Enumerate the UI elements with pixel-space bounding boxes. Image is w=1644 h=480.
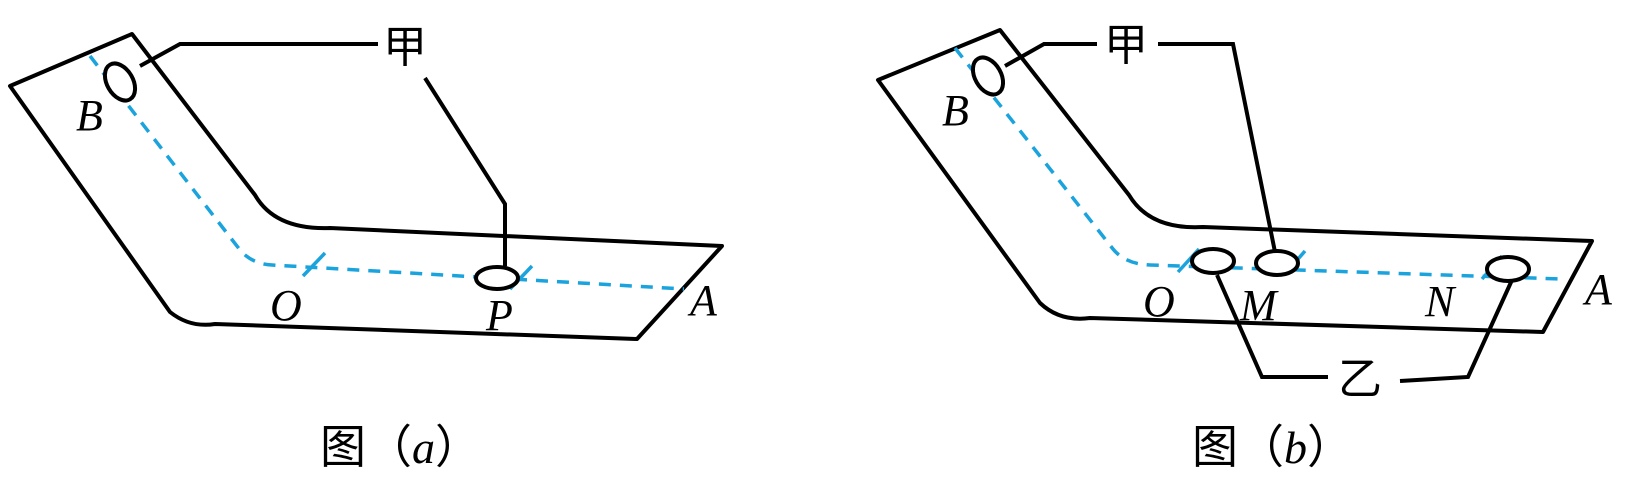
wire-jia-b: [1004, 42, 1097, 68]
figure-b: B O M N A 甲 乙 图（b）: [876, 20, 1613, 474]
caption-b-suffix: ）: [1307, 420, 1353, 474]
probe-ring-m-b: [1254, 249, 1300, 277]
probe-ring-b-a: [102, 61, 138, 103]
wire-yi-b-right: [1399, 279, 1514, 383]
probe-ring-o-b: [1190, 247, 1236, 275]
wire-yi-b-left: [1215, 274, 1328, 379]
wire-jia-a-down: [423, 76, 507, 266]
probe-ring-b-b: [970, 55, 1006, 97]
tick-o-a: [301, 251, 327, 278]
point-label-m-b: M: [1239, 281, 1279, 330]
caption-a-prefix: 图（: [320, 420, 412, 474]
meter-label-jia-b: 甲: [1104, 20, 1148, 71]
wire-jia-b-right: [1158, 42, 1277, 253]
meter-label-jia-a: 甲: [383, 22, 427, 73]
caption-a: 图（a）: [320, 420, 481, 474]
caption-b: 图（b）: [1192, 420, 1353, 474]
point-label-b-b: B: [942, 86, 969, 135]
point-label-p-a: P: [485, 291, 513, 340]
meter-label-yi-b: 乙: [1338, 354, 1382, 405]
caption-b-prefix: 图（: [1192, 420, 1284, 474]
point-label-o-b: O: [1143, 277, 1175, 326]
wire-jia-a: [139, 42, 378, 68]
board-outline-a: [8, 32, 724, 341]
caption-a-letter: a: [412, 422, 435, 473]
point-label-n-b: N: [1424, 277, 1457, 326]
figure-a: B O P A 甲 图（a）: [8, 22, 724, 474]
track-line-b: [953, 46, 1563, 281]
probe-ring-p-a: [474, 265, 520, 291]
probe-ring-n-b: [1485, 255, 1531, 283]
point-label-a-a: A: [687, 276, 718, 325]
board-outline-b: [876, 28, 1594, 334]
caption-a-suffix: ）: [435, 420, 481, 474]
track-line-a: [88, 54, 685, 291]
point-label-b-a: B: [76, 91, 103, 140]
caption-b-letter: b: [1284, 422, 1307, 473]
point-label-a-b: A: [1582, 265, 1613, 314]
point-label-o-a: O: [270, 281, 302, 330]
